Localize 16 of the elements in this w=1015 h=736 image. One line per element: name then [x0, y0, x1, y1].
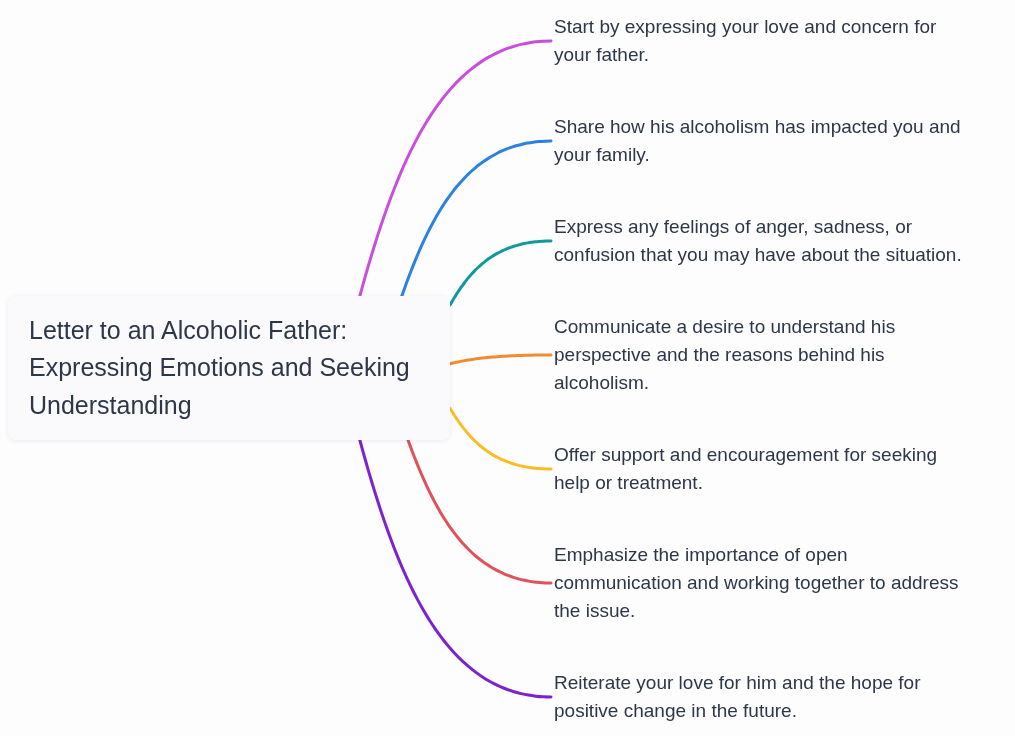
- branch-text: Share how his alcoholism has impacted you and your family.: [554, 113, 982, 169]
- branch-curve: [358, 39, 553, 298]
- branch-text: Express any feelings of anger, sadness, or confusion that you may have about the situation.: [554, 213, 982, 269]
- branch-text: Emphasize the importance of open communication and working together to address the issue.: [554, 541, 970, 625]
- branch-text: Communicate a desire to understand his perspective and the reasons behind his alcoholism.: [554, 313, 959, 397]
- branch-text: Reiterate your love for him and the hope for positive change in the future.: [554, 669, 959, 725]
- topic-title: Letter to an Alcoholic Father: Expressing Emotions and Seeking Understanding: [29, 314, 411, 421]
- branch-curve: [358, 438, 553, 699]
- branch-curve: [448, 353, 553, 366]
- branch-curve: [400, 139, 553, 298]
- branch-curve: [448, 406, 553, 471]
- topic-box: [8, 296, 450, 440]
- branch-text: Start by expressing your love and concern for your father.: [554, 13, 959, 69]
- branch-curve: [448, 239, 553, 307]
- branch-text: Offer support and encouragement for seeking help or treatment.: [554, 441, 959, 497]
- branch-curve: [406, 438, 553, 585]
